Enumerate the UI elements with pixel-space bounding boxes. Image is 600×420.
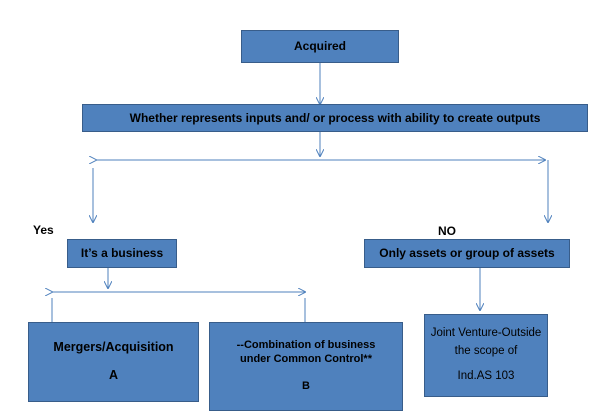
acquired-box: Acquired	[241, 30, 399, 63]
common-control-line1: --Combination of business	[236, 338, 376, 351]
no-label: NO	[438, 224, 456, 238]
question-label: Whether represents inputs and/ or proces…	[129, 110, 541, 125]
joint-venture-line1: Joint Venture-Outside	[430, 326, 542, 339]
business-box: It’s a business	[67, 239, 177, 268]
joint-venture-line2: the scope of	[454, 344, 518, 357]
common-control-line2: under Common Control**	[240, 352, 372, 365]
acquired-label: Acquired	[293, 39, 346, 53]
question-box: Whether represents inputs and/ or proces…	[82, 104, 588, 132]
assets-box: Only assets or group of assets	[364, 239, 570, 268]
mergers-box: Mergers/Acquisition A	[28, 322, 199, 402]
mergers-letter: A	[108, 368, 119, 382]
joint-venture-line3: Ind.AS 103	[457, 370, 515, 383]
yes-label: Yes	[33, 223, 54, 237]
assets-label: Only assets or group of assets	[379, 246, 555, 260]
joint-venture-box: Joint Venture-Outside the scope of Ind.A…	[424, 314, 548, 397]
common-control-letter: B	[302, 380, 310, 393]
common-control-box: --Combination of business under Common C…	[209, 322, 403, 411]
mergers-label: Mergers/Acquisition	[53, 340, 174, 355]
business-label: It’s a business	[80, 246, 164, 260]
